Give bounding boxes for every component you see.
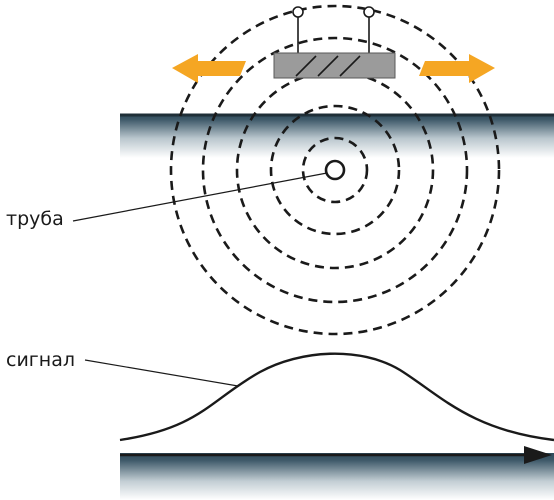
signal-label: сигнал (6, 349, 75, 371)
pipe-band (120, 113, 554, 158)
field-circle-4 (201, 36, 469, 304)
signal-leader-line (84, 359, 239, 387)
pipe-cross-section (324, 159, 346, 181)
field-circle-5 (169, 4, 501, 336)
arrow-left-icon (172, 54, 246, 83)
axis-band (120, 446, 554, 500)
sensor-hatching (295, 55, 361, 77)
sensor-probe-left-tip (292, 6, 304, 18)
pipe-leader-line (72, 172, 328, 222)
sensor (273, 6, 396, 79)
field-circle-1 (301, 136, 369, 204)
sensor-probe-right-tip (363, 6, 375, 18)
arrow-right-icon (419, 54, 495, 83)
pipe-band-fill (120, 114, 554, 158)
axis-arrow-icon (524, 446, 552, 464)
field-circle-2 (269, 104, 401, 236)
field-circle-3 (235, 70, 435, 270)
field-circles (169, 4, 501, 336)
sensor-body (273, 52, 396, 79)
pipe-label: труба (6, 208, 64, 230)
signal-curve (119, 352, 554, 442)
axis-band-fill (120, 453, 554, 500)
